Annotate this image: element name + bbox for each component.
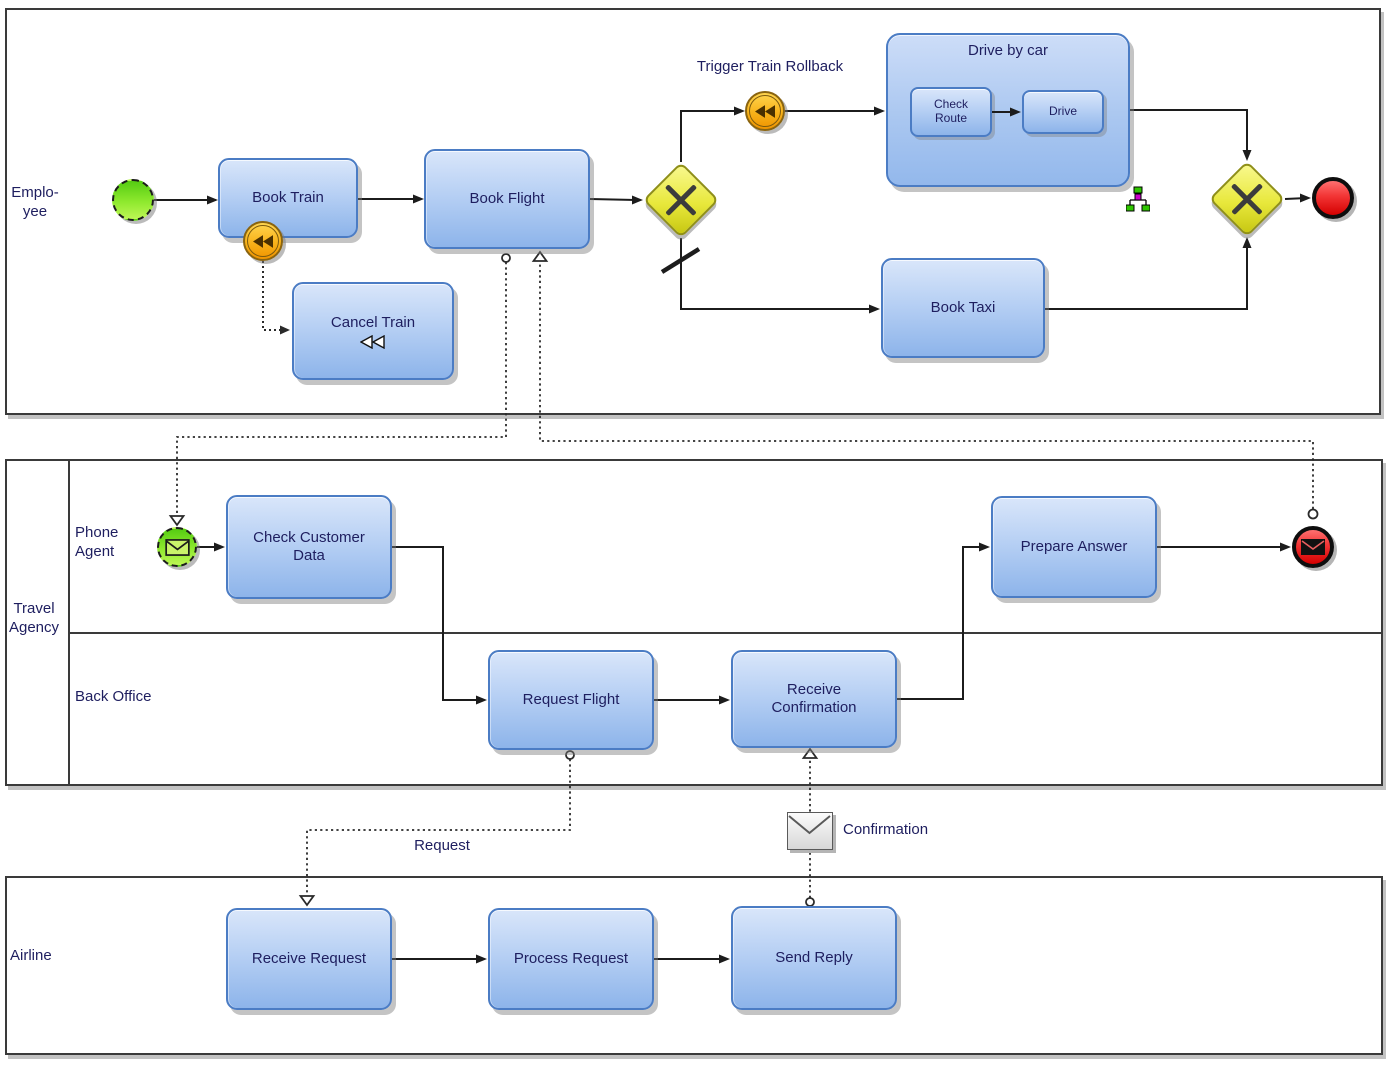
end-event[interactable] bbox=[1312, 177, 1354, 219]
task-drive[interactable]: Drive bbox=[1022, 90, 1104, 134]
message-end-event[interactable] bbox=[1292, 526, 1334, 568]
event-inner-ring bbox=[247, 225, 279, 257]
sequence-flow bbox=[992, 107, 1021, 117]
task-book-taxi[interactable]: Book Taxi bbox=[881, 258, 1045, 358]
pool-label-travel-agency: Travel Agency bbox=[8, 600, 60, 636]
label-trigger-train-rollback: Trigger Train Rollback bbox=[696, 58, 844, 75]
message-start-event[interactable] bbox=[157, 527, 197, 567]
pool-label-airline: Airline bbox=[10, 947, 52, 964]
task-book-train[interactable]: Book Train bbox=[218, 158, 358, 238]
subprocess-drive-by-car[interactable]: Drive by car Check Route Drive bbox=[886, 33, 1130, 187]
task-book-flight[interactable]: Book Flight bbox=[424, 149, 590, 249]
task-label: Cancel Train bbox=[330, 313, 416, 331]
task-check-route[interactable]: Check Route bbox=[910, 87, 992, 137]
envelope-icon bbox=[164, 538, 190, 556]
gateway-xor-split[interactable] bbox=[642, 161, 720, 239]
event-inner-ring bbox=[749, 95, 781, 127]
task-cancel-train[interactable]: Cancel Train bbox=[292, 282, 454, 380]
task-send-reply[interactable]: Send Reply bbox=[731, 906, 897, 1010]
task-receive-confirmation[interactable]: Receive Confirmation bbox=[731, 650, 897, 748]
lane-label-back-office: Back Office bbox=[75, 688, 152, 705]
pool-header-divider bbox=[68, 461, 70, 784]
task-receive-request[interactable]: Receive Request bbox=[226, 908, 392, 1010]
lane-label-phone-agent: Phone Agent bbox=[75, 524, 119, 560]
hierarchy-icon bbox=[1126, 186, 1150, 212]
label-request: Request bbox=[414, 837, 470, 854]
label-confirmation: Confirmation bbox=[843, 821, 929, 838]
start-event[interactable] bbox=[112, 179, 154, 221]
boundary-compensation-event[interactable] bbox=[243, 221, 283, 261]
task-prepare-answer[interactable]: Prepare Answer bbox=[991, 496, 1157, 598]
pool-travel-agency bbox=[5, 459, 1383, 786]
task-process-request[interactable]: Process Request bbox=[488, 908, 654, 1010]
gateway-xor-merge[interactable] bbox=[1208, 160, 1286, 238]
envelope-icon bbox=[1301, 539, 1325, 555]
pool-airline bbox=[5, 876, 1383, 1055]
subprocess-title: Drive by car bbox=[967, 42, 1049, 59]
task-check-customer-data[interactable]: Check Customer Data bbox=[226, 495, 392, 599]
compensation-marker-icon bbox=[360, 334, 385, 349]
compensation-throw-event[interactable] bbox=[745, 91, 785, 131]
pool-label-employee: Emplo-yee bbox=[11, 184, 59, 220]
task-request-flight[interactable]: Request Flight bbox=[488, 650, 654, 750]
lane-divider bbox=[70, 632, 1381, 634]
confirmation-message-icon bbox=[787, 812, 833, 850]
